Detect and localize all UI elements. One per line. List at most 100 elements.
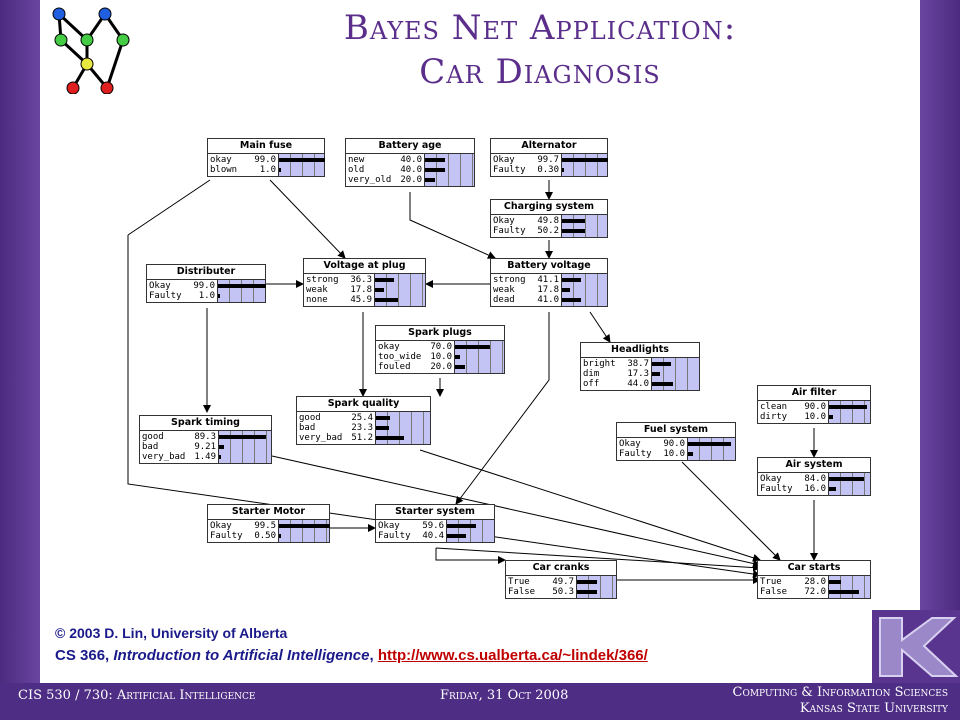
course-url-link[interactable]: http://www.cs.ualberta.ca/~lindek/366/ (377, 647, 648, 664)
state-label: okay (210, 155, 232, 165)
probability-bar (425, 168, 445, 172)
state-label: clean (760, 402, 788, 412)
footer-dept: Computing & Information Sciences (732, 685, 948, 700)
state-label: good (142, 432, 164, 442)
state-label: Faulty (149, 291, 182, 301)
state-label: fouled (378, 362, 411, 372)
node-title: Battery age (346, 139, 474, 154)
state-probability: 0.30 (537, 165, 559, 175)
state-probability: 0.50 (254, 531, 276, 541)
belief-bars (374, 274, 425, 306)
probability-bar (447, 524, 476, 528)
probability-bar (219, 455, 221, 459)
probability-bar (375, 298, 399, 302)
state-label: dim (583, 369, 600, 379)
belief-bars (561, 274, 607, 306)
state-probability: 90.0 (663, 439, 685, 449)
state-probability: 49.7 (552, 577, 574, 587)
probability-bar (829, 477, 865, 481)
node-title: Air filter (758, 386, 870, 401)
belief-bars (218, 431, 271, 463)
belief-bars (454, 341, 504, 373)
state-probability: 49.8 (537, 216, 559, 226)
probability-bar (829, 580, 841, 584)
probability-bar (562, 298, 581, 302)
state-probability: 10.0 (804, 412, 826, 422)
state-label: Faulty (619, 449, 652, 459)
state-row: bad 23.3 (299, 423, 373, 433)
state-label: Okay (493, 216, 515, 226)
state-probability: 23.3 (351, 423, 373, 433)
ksu-logo (872, 610, 960, 683)
probability-bar (376, 436, 405, 440)
state-probability: 25.4 (351, 413, 373, 423)
probability-bar (829, 590, 860, 594)
probability-bar (219, 445, 224, 449)
state-probability: 1.49 (194, 452, 216, 462)
state-probability: 70.0 (430, 342, 452, 352)
state-probability: 50.2 (537, 226, 559, 236)
state-probability: 40.0 (400, 155, 422, 165)
probability-bar (425, 178, 435, 182)
footer-bar: CIS 530 / 730: Artificial Intelligence F… (0, 683, 960, 720)
state-probability: 36.3 (350, 275, 372, 285)
belief-bars (828, 473, 870, 495)
probability-bar (279, 158, 325, 162)
probability-bar (279, 534, 281, 538)
node-title: Car starts (758, 561, 870, 576)
belief-bars (375, 412, 430, 444)
course-credit: CS 366, Introduction to Artificial Intel… (55, 647, 648, 664)
state-probability: 84.0 (804, 474, 826, 484)
course-code: CS 366, (55, 647, 114, 664)
state-label: weak (306, 285, 328, 295)
state-probability: 59.6 (422, 521, 444, 531)
node-title: Headlights (581, 343, 699, 358)
probability-bar (455, 345, 490, 349)
probability-bar (652, 372, 661, 376)
belief-bars (278, 520, 330, 542)
state-label: Okay (619, 439, 641, 449)
belief-bars (424, 154, 474, 186)
probability-bar (455, 355, 460, 359)
node-title: Fuel system (617, 423, 735, 438)
state-label: bad (299, 423, 316, 433)
probability-bar (562, 288, 571, 292)
network-logo-icon (52, 7, 130, 94)
state-probability: 1.0 (259, 165, 276, 175)
probability-bar (562, 219, 585, 223)
left-decor-bar (0, 0, 40, 683)
state-probability: 44.0 (627, 379, 649, 389)
state-probability: 89.3 (194, 432, 216, 442)
state-probability: 41.0 (537, 295, 559, 305)
